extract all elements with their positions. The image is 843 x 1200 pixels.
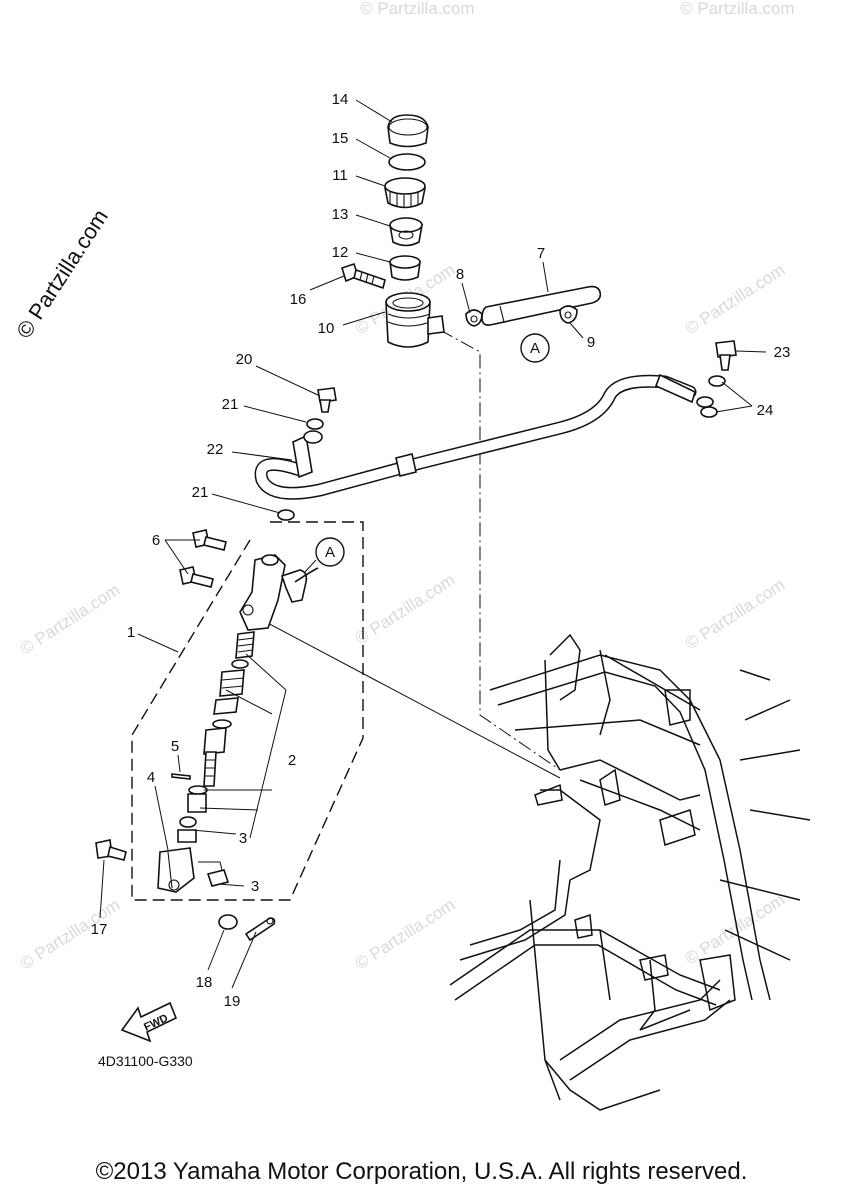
watermark-tile: © Partzilla.com xyxy=(352,895,458,973)
callout-numbers: 14 15 11 13 12 16 10 8 7 9 20 21 22 21 2… xyxy=(91,91,791,1010)
reservoir-cap xyxy=(384,177,426,209)
callout-22: 22 xyxy=(207,441,224,458)
callout-20: 20 xyxy=(236,351,253,368)
callout-6: 6 xyxy=(152,532,160,549)
mounting-bolt xyxy=(179,566,214,588)
callout-7: 7 xyxy=(537,245,545,262)
callout-23: 23 xyxy=(774,344,791,361)
copper-washer xyxy=(306,418,324,430)
connection-marker-a xyxy=(315,537,345,567)
callout-1: 1 xyxy=(127,624,135,641)
callout-14: 14 xyxy=(332,91,349,108)
reservoir-bolt xyxy=(341,262,386,290)
reservoir-hose xyxy=(481,285,602,326)
mounting-bolt xyxy=(192,529,227,551)
callout-11: 11 xyxy=(332,167,348,184)
watermark-tile: © Partzilla.com xyxy=(680,0,795,18)
callout-15: 15 xyxy=(332,130,349,147)
callout-10: 10 xyxy=(318,320,335,337)
callout-13: 13 xyxy=(332,206,349,223)
master-cylinder-body xyxy=(239,554,319,631)
hose-clip xyxy=(465,309,483,327)
forward-arrow: FWD xyxy=(120,1001,178,1043)
push-rod-clevis xyxy=(157,847,195,893)
callout-12: 12 xyxy=(332,244,349,261)
watermark-tile: © Partzilla.com xyxy=(682,575,788,653)
watermark-tile: © Partzilla.com xyxy=(682,890,788,968)
hose-clip xyxy=(559,305,578,324)
callout-5: 5 xyxy=(171,738,179,755)
vehicle-frame xyxy=(449,633,811,1111)
callout-18: 18 xyxy=(196,974,213,991)
union-bolt xyxy=(317,387,337,413)
cotter-pin xyxy=(171,773,191,780)
leader-lines xyxy=(99,99,767,989)
reservoir-tank xyxy=(385,292,445,348)
reservoir-cap-cover xyxy=(387,114,429,148)
plain-washer xyxy=(218,914,238,930)
callout-17: 17 xyxy=(91,921,108,938)
partzilla-watermark: © Partzilla.com xyxy=(11,205,113,343)
reservoir-diaphragm xyxy=(388,153,426,171)
marker-label-a: A xyxy=(325,544,335,561)
lock-nut xyxy=(206,869,230,887)
master-cylinder-kit xyxy=(177,631,255,843)
watermark-tile: © Partzilla.com xyxy=(360,0,475,18)
callout-9: 9 xyxy=(587,334,595,351)
callout-24: 24 xyxy=(757,402,774,419)
union-bolt xyxy=(715,340,737,371)
watermark-tile: © Partzilla.com xyxy=(17,580,123,658)
watermark-tile: © Partzilla.com xyxy=(682,260,788,338)
marker-label-a: A xyxy=(530,340,540,357)
callout-16: 16 xyxy=(290,291,307,308)
copper-washer xyxy=(708,375,726,387)
callout-4: 4 xyxy=(147,769,155,786)
reservoir-grommet xyxy=(389,255,421,281)
callout-19: 19 xyxy=(224,993,241,1010)
callout-3: 3 xyxy=(239,830,247,847)
copper-washer xyxy=(700,406,718,418)
brake-hose xyxy=(254,373,714,500)
cotter-pin xyxy=(244,917,276,942)
copper-washer xyxy=(277,509,295,521)
diagram-code: 4D31100-G330 xyxy=(98,1053,193,1069)
diaphragm-holder xyxy=(389,217,423,247)
watermark-tile: © Partzilla.com xyxy=(352,570,458,648)
clevis-bolt xyxy=(95,839,127,861)
callout-21: 21 xyxy=(222,396,239,413)
master-cylinder-assembly-outline xyxy=(131,521,364,901)
callout-2: 2 xyxy=(288,752,296,769)
connection-marker-a xyxy=(520,333,550,363)
callout-8: 8 xyxy=(456,266,464,283)
callout-3: 3 xyxy=(251,878,259,895)
callout-21: 21 xyxy=(192,484,209,501)
copyright-notice: ©2013 Yamaha Motor Corporation, U.S.A. A… xyxy=(95,1158,748,1185)
